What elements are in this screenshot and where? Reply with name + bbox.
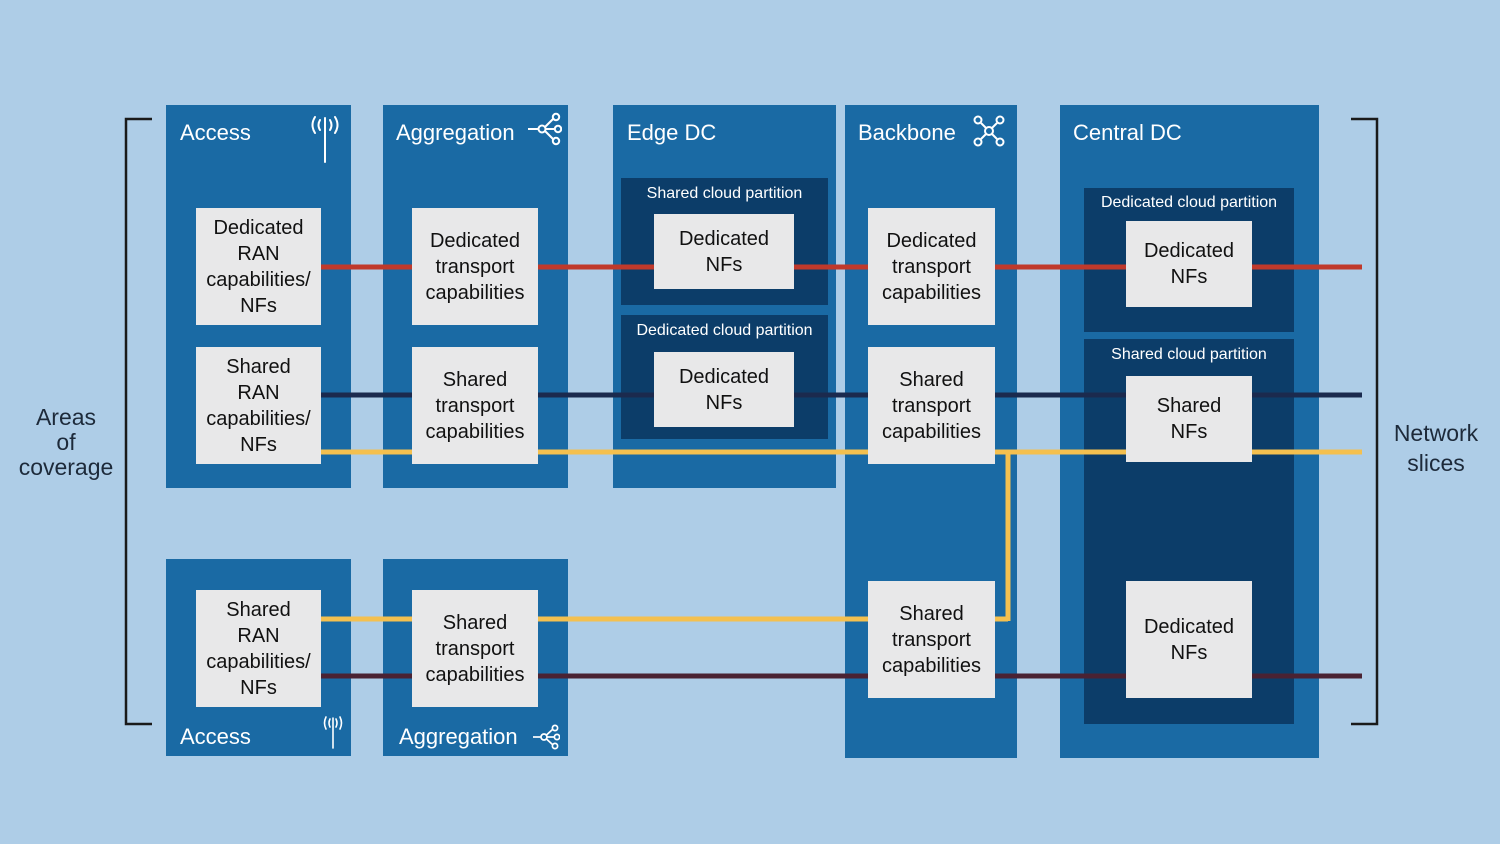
partition-label: Shared cloud partition xyxy=(646,185,803,202)
partition-label: Shared cloud partition xyxy=(1111,346,1267,363)
antenna-icon xyxy=(323,716,343,749)
column-title-backbone: Backbone xyxy=(858,120,956,145)
backbone-dedicated-box: Dedicated transport capabilities xyxy=(868,208,995,325)
edge-dedicated-nfs-box-1: Dedicated NFs xyxy=(654,214,794,289)
column-title-access: Access xyxy=(180,120,251,145)
agg-bottom-shared-box: Shared transport capabilities xyxy=(412,590,538,707)
agg-top-dedicated-box: Dedicated transport capabilities xyxy=(412,208,538,325)
access-bottom-shared-box: Shared RAN capabilities/ NFs xyxy=(196,590,321,707)
right-bracket xyxy=(1351,117,1379,726)
column-title-aggregation-bottom: Aggregation xyxy=(399,724,518,749)
access-top-shared-box: Shared RAN capabilities/ NFs xyxy=(196,347,321,464)
agg-top-shared-box: Shared transport capabilities xyxy=(412,347,538,464)
network-slices-label: Network slices xyxy=(1393,420,1479,476)
partition-label: Dedicated cloud partition xyxy=(636,322,813,339)
branch-icon xyxy=(533,724,560,750)
areas-of-coverage-label: Areas of coverage xyxy=(18,404,114,480)
column-title-central-dc: Central DC xyxy=(1073,120,1182,145)
access-top-dedicated-box: Dedicated RAN capabilities/ NFs xyxy=(196,208,321,325)
central-dedicated-nfs-box-2: Dedicated NFs xyxy=(1126,581,1252,698)
antenna-icon xyxy=(311,116,339,163)
central-shared-nfs-box: Shared NFs xyxy=(1126,376,1252,462)
column-title-access-bottom: Access xyxy=(180,724,251,749)
mesh-icon xyxy=(973,115,1005,147)
left-bracket xyxy=(124,117,152,726)
central-dedicated-nfs-box-1: Dedicated NFs xyxy=(1126,221,1252,307)
backbone-shared-box-2: Shared transport capabilities xyxy=(868,581,995,698)
column-title-aggregation: Aggregation xyxy=(396,120,515,145)
backbone-shared-box-1: Shared transport capabilities xyxy=(868,347,995,464)
branch-icon xyxy=(528,112,562,146)
column-title-edge-dc: Edge DC xyxy=(627,120,717,145)
partition-label: Dedicated cloud partition xyxy=(1100,194,1278,211)
edge-dedicated-nfs-box-2: Dedicated NFs xyxy=(654,352,794,427)
